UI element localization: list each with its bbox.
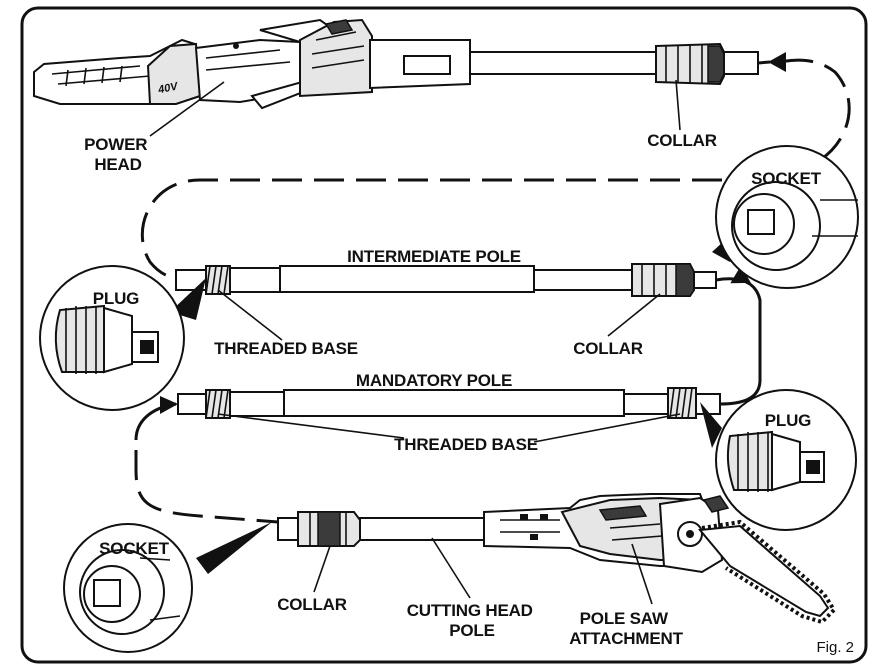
mandatory-pole-label: MANDATORY POLE [356, 371, 512, 390]
threaded-base-lower-label: THREADED BASE [394, 435, 538, 454]
plug-left-label: PLUG [93, 289, 139, 308]
collar-middle-label: COLLAR [573, 339, 643, 358]
figure-caption: Fig. 2 [816, 639, 854, 656]
intermediate-pole [175, 263, 717, 297]
intermediate-pole-label: INTERMEDIATE POLE [347, 247, 521, 266]
plug-detail-left [39, 265, 206, 411]
socket-bottom-label: SOCKET [99, 539, 169, 558]
collar-top-part [655, 42, 759, 86]
power-head: 40V [33, 18, 771, 110]
motor-voltage-marking: 40V [156, 80, 180, 96]
threaded-base-upper-label: THREADED BASE [214, 339, 358, 358]
collar-bottom-part [297, 511, 361, 547]
pole-saw-attachment-label: POLE SAW ATTACHMENT [569, 609, 683, 648]
plug-right-label: PLUG [765, 411, 811, 430]
threaded-base-mandatory-left [205, 389, 231, 419]
socket-detail-top [712, 145, 859, 289]
collar-bottom-label: COLLAR [277, 595, 347, 614]
plug-detail-right [700, 389, 857, 531]
assembly-path [134, 52, 851, 524]
cutting-head-pole-label: CUTTING HEAD POLE [407, 601, 538, 640]
pole-saw-attachment [483, 493, 837, 625]
socket-detail-bottom [63, 522, 272, 653]
threaded-base-mandatory-right [667, 387, 697, 419]
cutting-head-pole-part [277, 511, 485, 547]
collar-top-label: COLLAR [647, 131, 717, 150]
socket-top-label: SOCKET [751, 169, 821, 188]
collar-intermediate-part [631, 263, 717, 297]
leader-lines [149, 79, 681, 605]
power-head-label: POWER HEAD [84, 135, 152, 174]
threaded-base-intermediate [205, 265, 231, 295]
mandatory-pole [177, 387, 721, 419]
